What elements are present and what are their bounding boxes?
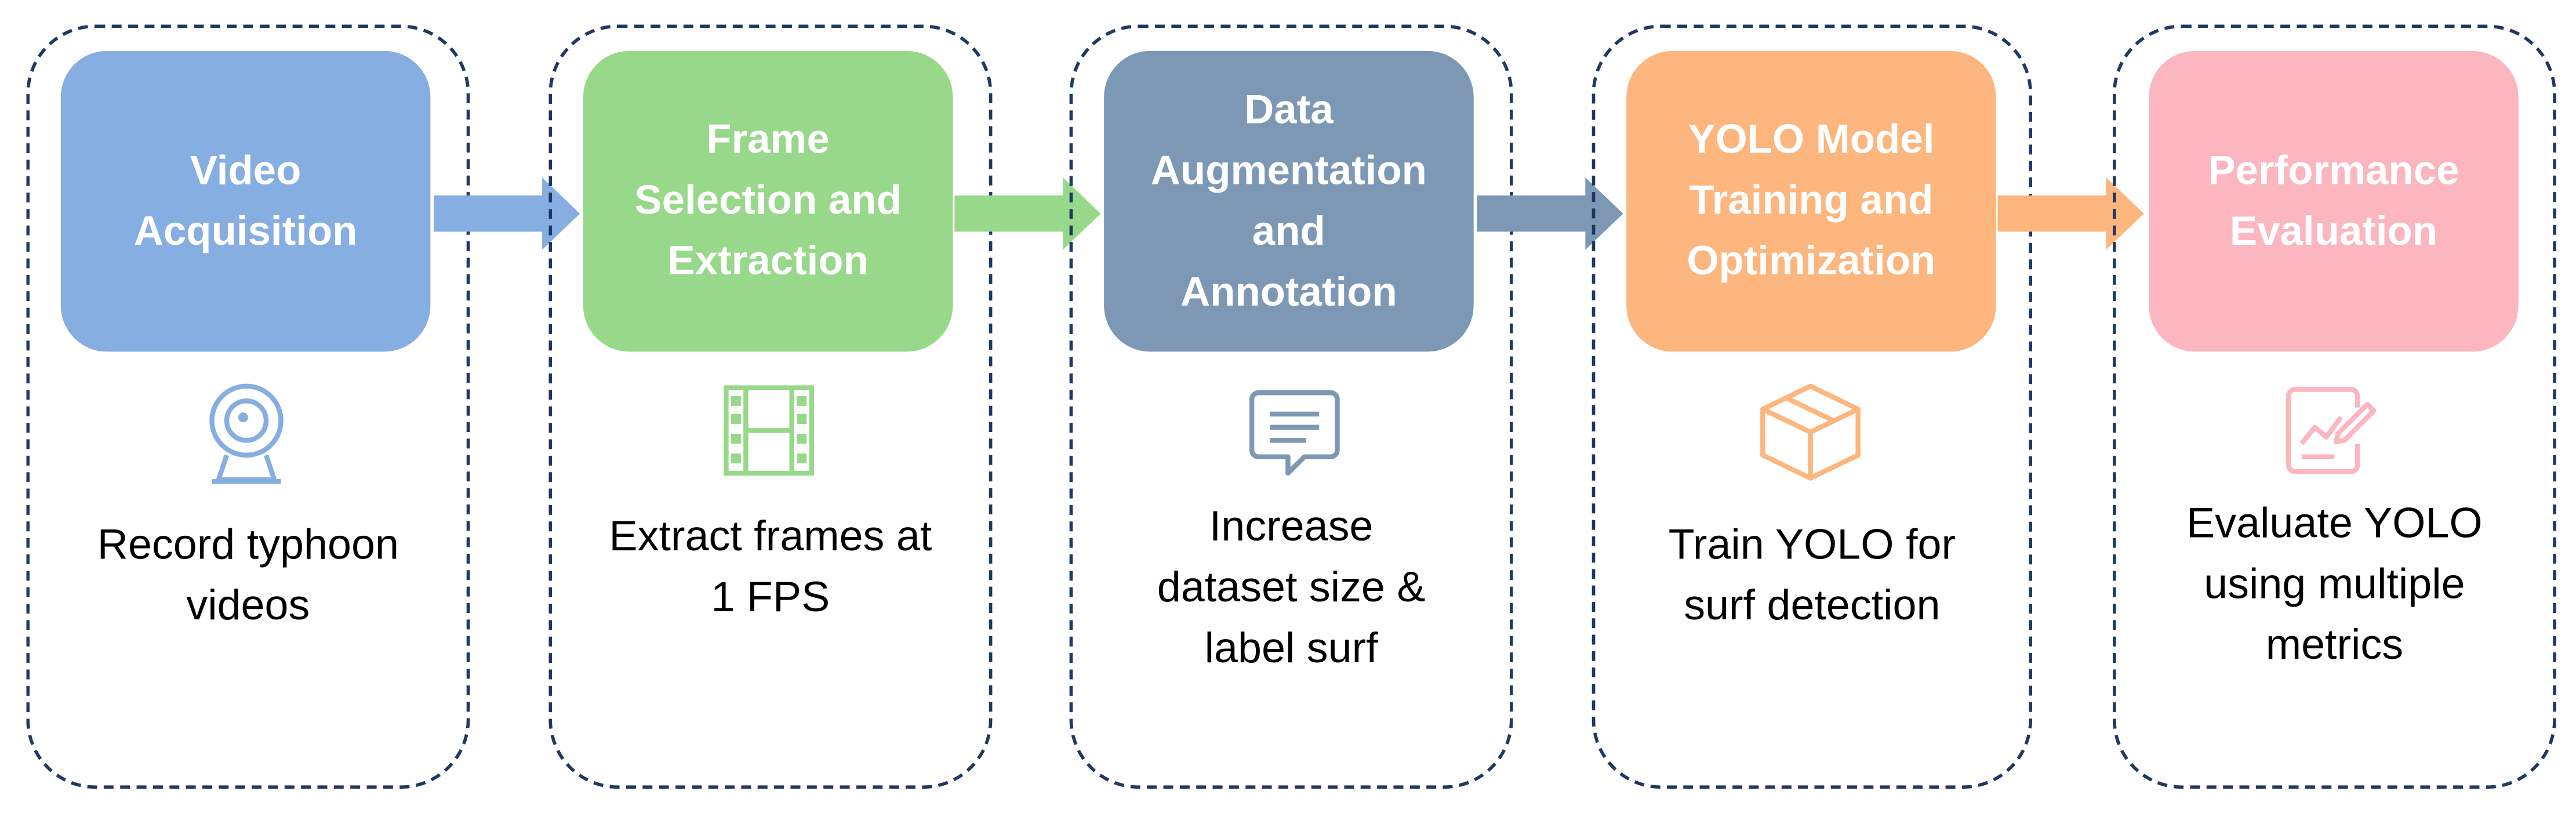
step-box-yolo-training: YOLO Model Training and Optimization <box>1626 50 1996 352</box>
step-description: Evaluate YOLO using multiple metrics <box>2186 498 2483 669</box>
step-box-frame-selection: Frame Selection and Extraction <box>583 50 953 352</box>
film-strip-icon <box>724 385 814 476</box>
step-title: Frame Selection and Extraction <box>634 117 902 285</box>
step-description: Increase dataset size & label surf <box>1157 501 1426 672</box>
step-panel-performance-evaluation <box>2112 24 2556 789</box>
step-description: Extract frames at 1 FPS <box>609 511 932 622</box>
flow-arrow <box>434 177 580 250</box>
step-panel-frame-selection <box>548 24 993 789</box>
flow-arrow <box>954 177 1101 250</box>
step-description: Train YOLO for surf detection <box>1668 519 1956 630</box>
step-box-performance-evaluation: Performance Evaluation <box>2149 50 2519 352</box>
step-description: Record typhoon videos <box>97 519 399 630</box>
cube-icon <box>1760 383 1861 481</box>
step-panel-yolo-training <box>1592 24 2033 789</box>
step-box-video-acquisition: Video Acquisition <box>60 50 431 352</box>
step-panel-video-acquisition <box>26 24 470 789</box>
step-title: YOLO Model Training and Optimization <box>1687 117 1936 285</box>
step-box-data-augmentation: Data Augmentation and Annotation <box>1104 50 1474 352</box>
chart-edit-icon <box>2286 387 2377 474</box>
flow-arrow <box>1997 177 2144 250</box>
step-title: Data Augmentation and Annotation <box>1150 86 1427 315</box>
webcam-icon <box>209 383 284 484</box>
message-icon <box>1249 390 1340 476</box>
step-title: Performance Evaluation <box>2208 147 2459 254</box>
step-title: Video Acquisition <box>133 147 358 254</box>
step-panel-data-augmentation <box>1069 24 1513 789</box>
flow-arrow <box>1477 177 1623 250</box>
